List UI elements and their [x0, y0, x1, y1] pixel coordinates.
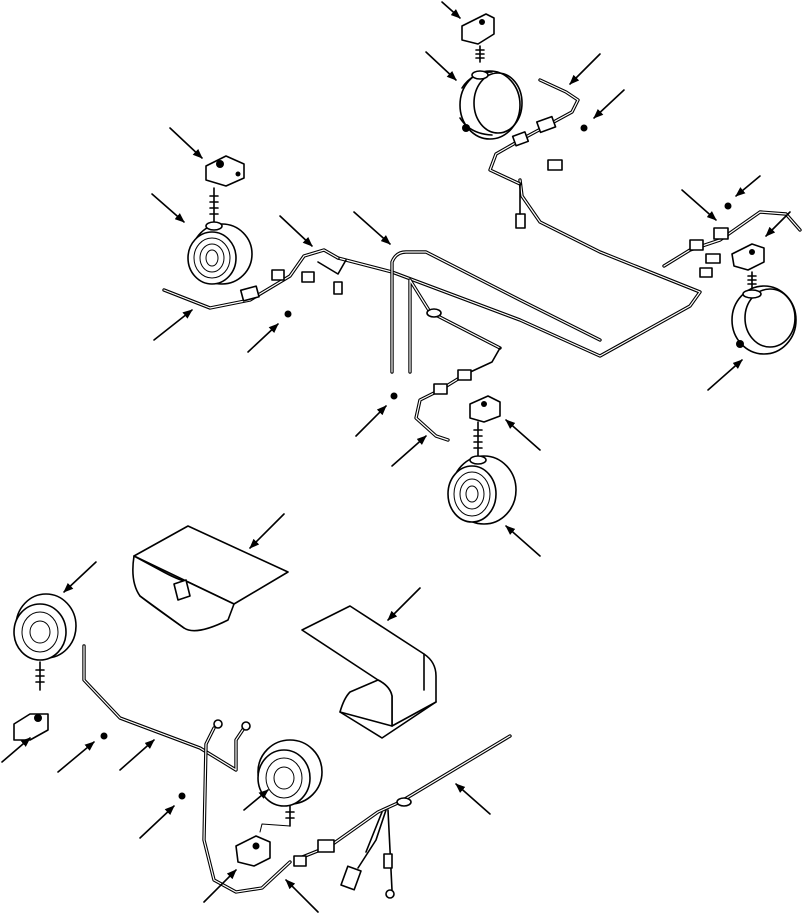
- bracket-hole: [481, 401, 487, 407]
- callout-arrow: [119, 739, 155, 771]
- work-lamp-left-upper: [187, 155, 253, 285]
- callout-arrow: [505, 525, 541, 557]
- lamp-bracket-top: [461, 13, 495, 45]
- work-lamp-center: [447, 395, 517, 525]
- callout-arrow: [353, 211, 391, 245]
- callout-arrow: [249, 513, 285, 549]
- work-lamp-top: [459, 13, 523, 140]
- harness-center: [390, 369, 472, 442]
- nut-right: [724, 202, 732, 210]
- harness-lower-right: [293, 734, 512, 899]
- lamp-bracket-lower-mid: [235, 835, 271, 867]
- bracket-hole: [34, 714, 42, 722]
- harness-right: [662, 202, 802, 278]
- harness-top-right: [488, 78, 588, 229]
- harness-left-upper: [162, 248, 347, 318]
- callout-arrow: [593, 89, 625, 119]
- callout-arrow: [247, 323, 279, 353]
- shield-left: [132, 525, 289, 632]
- work-lamp-lower-mid: [235, 739, 323, 867]
- callout-arrow: [455, 783, 491, 815]
- callout-arrow: [139, 805, 175, 839]
- callout-arrow: [681, 189, 717, 221]
- callout-arrow: [203, 869, 237, 903]
- nut-center: [390, 392, 398, 400]
- callout-arrow: [387, 587, 421, 621]
- callout-arrow: [425, 51, 457, 81]
- nut-lower-left: [100, 732, 108, 740]
- bracket-hole: [749, 249, 755, 255]
- nut-left-upper: [284, 310, 292, 318]
- callout-arrow: [505, 419, 541, 451]
- callout-arrow: [355, 405, 387, 437]
- nut-top: [580, 124, 588, 132]
- callout-arrow: [151, 193, 185, 223]
- callout-arrow: [735, 175, 761, 197]
- harness-lower-left: [82, 644, 292, 894]
- callout-arrow: [243, 789, 269, 811]
- callout-arrow: [153, 309, 193, 341]
- bracket-hole: [479, 19, 485, 25]
- callout-arrow: [765, 211, 791, 237]
- callout-arrows: [1, 1, 791, 913]
- shield-bracket: [173, 579, 191, 601]
- callout-arrow: [441, 1, 461, 19]
- lamp-bracket-lower-left: [13, 713, 49, 741]
- lamp-bracket-right: [731, 243, 765, 271]
- callout-arrow: [285, 879, 319, 913]
- callout-arrow: [63, 561, 97, 593]
- work-lamp-right: [731, 243, 797, 355]
- work-lamp-lower-left: [13, 593, 108, 741]
- lamp-bracket-center: [469, 395, 501, 423]
- lamp-bracket-left-upper: [205, 155, 245, 187]
- nut-lower-mid: [178, 792, 186, 800]
- callout-arrow: [569, 53, 601, 85]
- shield-right: [301, 605, 437, 739]
- callout-arrow: [169, 127, 203, 159]
- callout-arrow: [57, 741, 95, 773]
- callout-arrow: [391, 435, 427, 467]
- callout-arrow: [279, 215, 313, 247]
- callout-arrow: [1, 737, 31, 763]
- main-roof-harness: [336, 178, 702, 375]
- callout-arrow: [707, 359, 743, 391]
- splice-sleeve: [426, 308, 442, 318]
- bracket-hole: [216, 160, 224, 168]
- bracket-hole: [252, 842, 260, 850]
